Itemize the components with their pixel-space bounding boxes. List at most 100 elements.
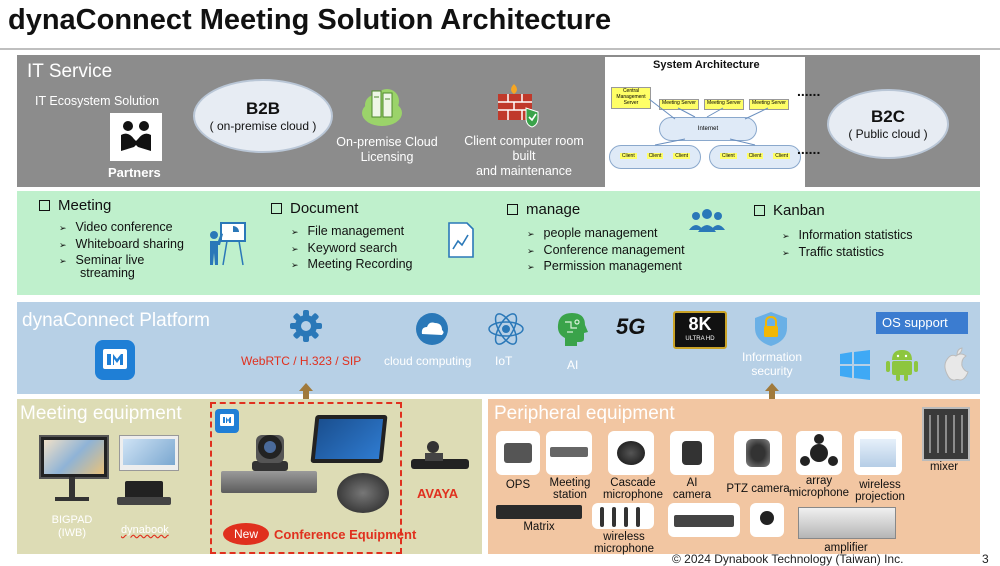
8k-badge-icon: 8K ULTRA HD bbox=[673, 311, 727, 349]
ellipsis-mark: ...... bbox=[797, 141, 821, 157]
partners-label: Partners bbox=[108, 165, 161, 180]
receiver-image bbox=[668, 503, 740, 537]
b2c-subtitle: ( Public cloud ) bbox=[848, 127, 928, 141]
page-title: dynaConnect Meeting Solution Architectur… bbox=[8, 4, 612, 36]
array-microphone-image bbox=[796, 431, 842, 475]
android-icon bbox=[885, 346, 919, 382]
platform-heading: dynaConnect Platform bbox=[22, 310, 210, 331]
dynabook-label: dynabook bbox=[121, 524, 169, 536]
amplifier-image bbox=[798, 507, 896, 539]
iot-icon bbox=[487, 310, 525, 348]
checkbox-icon bbox=[39, 200, 50, 211]
8k-label: 8K bbox=[688, 314, 712, 334]
bigpad-label-line-1: BIGPAD bbox=[51, 514, 93, 526]
client-node: Client bbox=[773, 153, 791, 159]
client-room-line-1: Client computer room bbox=[464, 134, 584, 148]
webrtc-label: WebRTC / H.323 / SIP bbox=[241, 354, 362, 368]
kanban-heading: Kanban bbox=[754, 202, 825, 219]
info-security-line-2: security bbox=[751, 364, 793, 378]
5g-icon: 5G bbox=[616, 314, 646, 339]
conference-equipment-label: Conference Equipment bbox=[274, 527, 417, 542]
title-divider bbox=[0, 48, 1000, 50]
firewall-icon bbox=[494, 80, 542, 128]
checkbox-icon bbox=[754, 205, 765, 216]
architecture-links bbox=[648, 98, 769, 146]
meeting-equipment-heading: Meeting equipment bbox=[20, 403, 182, 424]
meeting-list: Video conference Whiteboard sharing Semi… bbox=[39, 220, 184, 270]
manage-heading-label: manage bbox=[526, 201, 581, 218]
conference-equipment-frame bbox=[210, 402, 402, 554]
presenter-icon bbox=[207, 221, 247, 267]
client-node: Client bbox=[646, 153, 664, 159]
ptz-camera-image bbox=[734, 431, 782, 475]
b2c-ellipse: B2C ( Public cloud ) bbox=[827, 89, 949, 159]
manage-list: people management Conference management … bbox=[507, 226, 685, 276]
features-panel: Meeting Video conference Whiteboard shar… bbox=[17, 191, 980, 295]
lapel-microphone-image bbox=[750, 503, 784, 537]
meeting-server-node-1: Meeting Server bbox=[659, 99, 699, 110]
b2b-title: B2B bbox=[245, 99, 280, 118]
dynaconnect-logo-icon bbox=[215, 409, 239, 433]
manage-heading: manage bbox=[507, 201, 580, 218]
matrix-label: Matrix bbox=[523, 521, 555, 533]
wireless-projection-image bbox=[854, 431, 902, 475]
meeting-server-node-3: Meeting Server bbox=[749, 99, 789, 110]
list-item: Whiteboard sharing bbox=[39, 237, 184, 254]
it-service-heading: IT Service bbox=[27, 61, 113, 82]
list-item: Traffic statistics bbox=[762, 245, 912, 262]
ai-camera-label: AI camera bbox=[672, 477, 712, 501]
windows-icon bbox=[839, 350, 871, 380]
meeting-heading: Meeting bbox=[39, 197, 111, 214]
it-service-panel: IT Service IT Ecosystem Solution Partner… bbox=[17, 55, 980, 187]
gear-icon bbox=[288, 308, 324, 344]
os-support-label: OS support bbox=[876, 312, 968, 334]
peripheral-equipment-heading: Peripheral equipment bbox=[494, 403, 675, 424]
ellipsis-mark: ...... bbox=[797, 83, 821, 99]
kanban-heading-label: Kanban bbox=[773, 202, 825, 219]
list-item: people management bbox=[507, 226, 685, 243]
list-item: Keyword search bbox=[271, 241, 412, 258]
b2b-subtitle: ( on-premise cloud ) bbox=[209, 119, 317, 133]
bigpad-screen bbox=[39, 435, 109, 479]
array-microphone-label: array microphone bbox=[788, 475, 850, 499]
cascade-microphone-image bbox=[608, 431, 654, 475]
ptz-camera-label: PTZ camera bbox=[726, 483, 790, 495]
document-chart-icon bbox=[447, 221, 475, 259]
list-item-continued: streaming bbox=[80, 266, 135, 280]
client-node: Client bbox=[673, 153, 691, 159]
ultrahd-label: ULTRA HD bbox=[685, 336, 715, 342]
list-item: Conference management bbox=[507, 243, 685, 260]
licensing-line-2: Licensing bbox=[360, 150, 414, 164]
system-architecture-title: System Architecture bbox=[653, 59, 760, 71]
checkbox-icon bbox=[271, 203, 282, 214]
partners-handshake-icon bbox=[110, 113, 162, 161]
kanban-list: Information statistics Traffic statistic… bbox=[762, 228, 913, 262]
bigpad-base bbox=[55, 497, 89, 501]
client-room-line-3: and maintenance bbox=[476, 164, 572, 178]
iot-label: IoT bbox=[495, 354, 513, 368]
dynabook-laptop-image bbox=[119, 435, 179, 471]
ai-head-icon bbox=[555, 310, 589, 348]
matrix-image bbox=[496, 505, 582, 519]
peripheral-equipment-panel: Peripheral equipment OPS Meeting station… bbox=[488, 399, 980, 555]
mixer-label: mixer bbox=[929, 461, 959, 473]
wireless-projection-label: wireless projection bbox=[855, 479, 905, 503]
central-server-node: Central Management Server bbox=[611, 87, 651, 109]
b2b-ellipse: B2B ( on-premise cloud ) bbox=[193, 79, 333, 153]
meeting-station-label: Meeting station bbox=[549, 477, 591, 501]
dynaconnect-logo-icon bbox=[95, 340, 135, 380]
footer-copyright: © 2024 Dynabook Technology (Taiwan) Inc. bbox=[672, 552, 904, 566]
people-group-icon bbox=[687, 206, 727, 234]
internet-cloud: Internet bbox=[659, 117, 757, 141]
wireless-microphone-label: wireless microphone bbox=[593, 531, 655, 555]
b2c-title: B2C bbox=[870, 107, 905, 126]
ptz-camera-image bbox=[242, 421, 298, 477]
wireless-microphone-image bbox=[592, 503, 654, 529]
ops-image bbox=[496, 431, 540, 475]
page-number: 3 bbox=[982, 552, 989, 566]
list-item: Meeting Recording bbox=[271, 257, 413, 274]
document-list: File management Keyword search Meeting R… bbox=[271, 224, 413, 274]
client-node: Client bbox=[619, 153, 637, 159]
dynabook-base bbox=[117, 497, 171, 505]
document-heading: Document bbox=[271, 200, 358, 217]
